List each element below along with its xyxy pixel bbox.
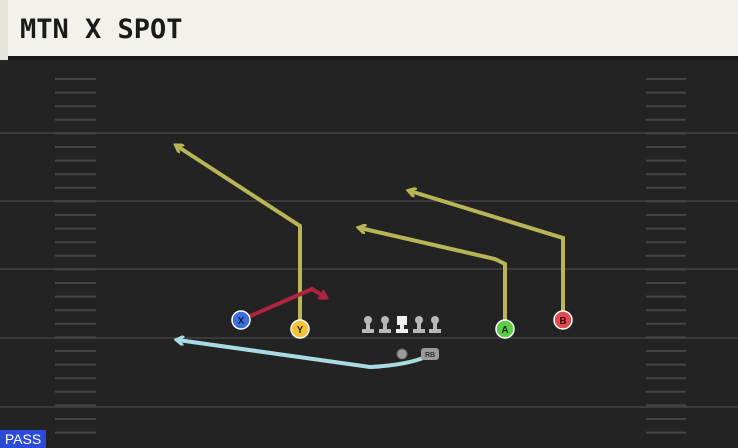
player-y-label: Y bbox=[297, 325, 304, 336]
play-header: MTN X SPOT bbox=[0, 0, 738, 60]
player-b-label: B bbox=[559, 316, 566, 327]
lineman-icon bbox=[413, 316, 425, 333]
yard-lines bbox=[0, 132, 738, 408]
player-x-label: X bbox=[238, 316, 245, 327]
player-b[interactable]: B bbox=[553, 310, 573, 330]
player-rb[interactable]: RB bbox=[421, 348, 439, 360]
a-route bbox=[360, 228, 507, 322]
qb-marker-icon bbox=[396, 348, 408, 360]
player-x[interactable]: X bbox=[231, 310, 251, 330]
player-y[interactable]: Y bbox=[290, 319, 310, 339]
offensive-line bbox=[362, 316, 441, 333]
play-title: MTN X SPOT bbox=[20, 14, 183, 45]
player-a[interactable]: A bbox=[495, 319, 515, 339]
rb-route bbox=[178, 340, 431, 370]
lineman-icon bbox=[362, 316, 374, 333]
center-icon bbox=[396, 316, 408, 333]
lineman-icon bbox=[379, 316, 391, 333]
y-route bbox=[177, 146, 302, 322]
play-field: RB X Y A B bbox=[0, 78, 738, 434]
play-type-badge: PASS bbox=[0, 430, 46, 448]
player-a-label: A bbox=[501, 325, 508, 336]
x-route bbox=[247, 286, 325, 319]
b-route bbox=[410, 191, 565, 313]
player-rb-label: RB bbox=[425, 352, 435, 359]
hash-marks bbox=[55, 78, 686, 434]
lineman-icon bbox=[429, 316, 441, 333]
